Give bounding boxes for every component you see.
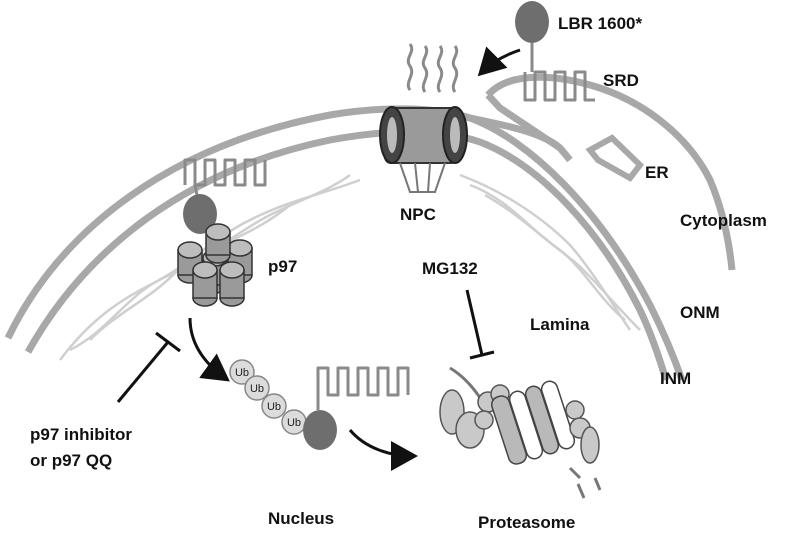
- p97-inhibition-bar: [116, 331, 181, 403]
- lbr-translocation-arrow: [477, 46, 521, 77]
- label-proteasome: Proteasome: [478, 513, 575, 532]
- ub-label: Ub: [250, 383, 264, 395]
- ub-label: Ub: [267, 401, 281, 413]
- label-nucleus: Nucleus: [268, 509, 334, 528]
- p97-complex: [177, 223, 253, 307]
- extraction-arrow: [188, 317, 230, 382]
- inner-nuclear-membrane: [24, 128, 670, 382]
- degradation-arrow: [348, 429, 418, 471]
- extracted-lbr: [303, 366, 410, 450]
- label-lamina: Lamina: [530, 315, 590, 334]
- label-cytoplasm: Cytoplasm: [680, 211, 767, 230]
- mg132-inhibition-bar: [465, 289, 495, 360]
- lbr-protein: [515, 1, 595, 102]
- label-er: ER: [645, 163, 669, 182]
- nuclear-envelope: [4, 105, 686, 382]
- ub-label: Ub: [287, 417, 301, 429]
- npc-structure: [379, 43, 468, 193]
- label-npc: NPC: [400, 205, 436, 224]
- label-srd: SRD: [603, 71, 639, 90]
- ub-label: Ub: [235, 367, 249, 379]
- label-inhibitor-line2: or p97 QQ: [30, 451, 112, 470]
- lbr-inm-protein: [183, 158, 267, 234]
- label-onm: ONM: [680, 303, 720, 322]
- label-inhibitor-line1: p97 inhibitor: [30, 425, 132, 444]
- label-lbr: LBR 1600*: [558, 14, 642, 33]
- label-p97: p97: [268, 257, 297, 276]
- ubiquitin-chain: Ub Ub Ub Ub: [229, 359, 307, 435]
- label-inm: INM: [660, 369, 691, 388]
- label-mg132: MG132: [422, 259, 478, 278]
- proteasome-complex: [439, 366, 602, 499]
